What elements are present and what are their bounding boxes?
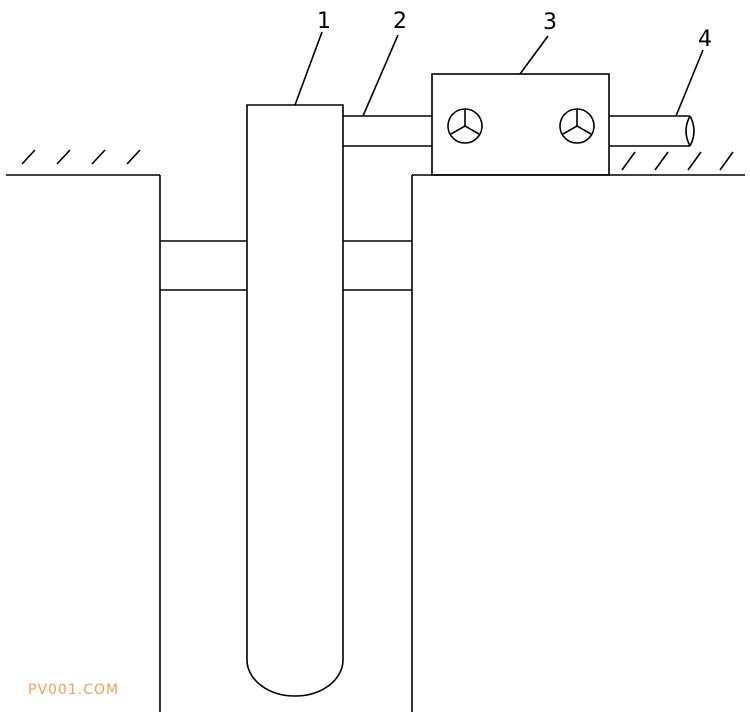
valve-handwheel-icon: [447, 108, 483, 144]
valve-handwheel-icon: [559, 108, 595, 144]
ground-hatch-right: [621, 151, 734, 171]
ground-hatch-left: [21, 149, 141, 165]
watermark: PV001.COM: [28, 682, 120, 698]
outlet-pipe-part-4: [609, 115, 695, 147]
valve-box-part-3: [431, 73, 610, 176]
label-2: 2: [393, 9, 407, 34]
label-1: 1: [317, 9, 331, 34]
label-3: 3: [543, 10, 557, 35]
connecting-pipe-part-2: [343, 115, 432, 147]
leader-lines: [294, 31, 704, 117]
support-bracket: [160, 240, 412, 291]
heat-pipe-part-1: [246, 104, 344, 697]
label-4: 4: [698, 27, 712, 52]
